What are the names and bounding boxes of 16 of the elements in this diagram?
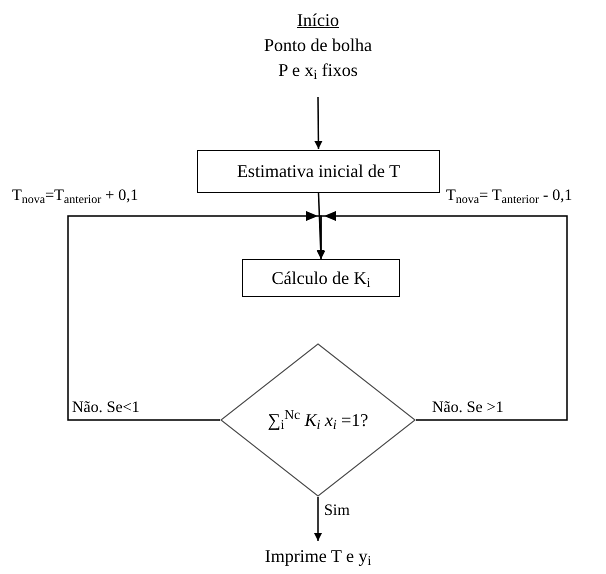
edge-label: Sim [324, 502, 350, 519]
process-box: Cálculo de K$_{i}$ [242, 259, 400, 297]
process-box: Estimativa inicial de T [197, 150, 440, 193]
update-formula: T$_{nova}$=T$_{anterior}$ + 0,1 [12, 187, 138, 204]
arrow [314, 497, 322, 541]
arrow [314, 97, 322, 149]
start-text: P e x$_{i}$ fixos [278, 59, 358, 83]
arrow [316, 192, 325, 258]
arrow [317, 211, 568, 421]
end-text: Imprime T e y$_{i}$ [264, 545, 372, 570]
start-heading: Início [297, 9, 339, 32]
update-formula: T$_{nova}$= T$_{anterior}$ - 0,1 [446, 187, 572, 204]
edge-label: Não. Se >1 [432, 399, 504, 416]
condition-text: ∑$_{i}$$^{Nc}$ K$_{i}$ x$_{i}$ =1? [268, 406, 368, 434]
start-text: Ponto de bolha [264, 34, 372, 57]
edge-label: Não. Se<1 [72, 399, 140, 416]
